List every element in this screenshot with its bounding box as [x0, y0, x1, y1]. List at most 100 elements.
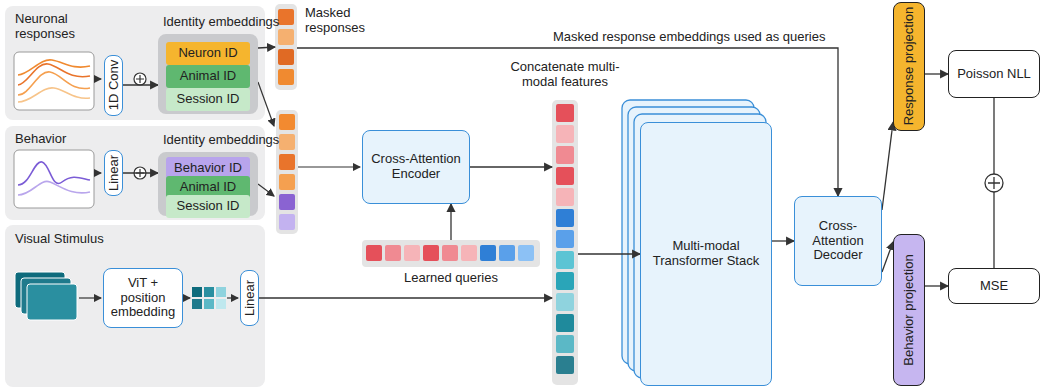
behavior-plot: [18, 162, 90, 185]
sum-symbol: [985, 174, 1003, 192]
feature-column: [556, 125, 574, 143]
transformer-box: Multi-modal Transformer Stack: [640, 122, 772, 386]
token-column: [279, 214, 295, 230]
feature-column: [556, 104, 574, 122]
image-patches: [216, 287, 226, 297]
feature-column: [556, 188, 574, 206]
node-heading: Identity embeddings: [163, 15, 293, 30]
node-label: Cross-Attention Decoder: [799, 219, 877, 264]
sum-symbol: [134, 73, 146, 179]
query-strip: [423, 245, 439, 261]
linear-box: Linear: [240, 270, 259, 326]
flow-arrow: [258, 47, 275, 48]
query-strip: [480, 245, 496, 261]
id-embedding: Animal ID: [166, 65, 250, 88]
token-column: [279, 114, 295, 130]
node-heading: Identity embeddings: [163, 133, 293, 148]
query-strip: [518, 245, 534, 261]
input-panel: Linear Behavior IDAnimal IDSession IDIden…: [5, 126, 265, 220]
linear-box: Linear: [104, 150, 123, 196]
flow-arrow: [79, 297, 101, 298]
query-strip: [499, 245, 515, 261]
flow-arrow: [259, 297, 552, 298]
node-label: MSE: [980, 279, 1008, 294]
image-stack: [15, 272, 77, 320]
masked-column: [278, 49, 294, 65]
flow-arrow: [94, 78, 101, 79]
attention-box: Cross-Attention Encoder: [362, 130, 470, 204]
conv-box: 1D Conv: [104, 55, 123, 116]
flow-arrow: [123, 172, 158, 173]
sum-symbol: [985, 174, 1003, 192]
query-strip: [362, 240, 540, 267]
node-label: Cross-Attention Encoder: [367, 152, 465, 182]
projection-box: Response projection: [893, 2, 925, 131]
token-column: [276, 110, 298, 234]
feature-column: [556, 335, 574, 353]
node-label: Response projection: [902, 7, 917, 126]
query-strip: Learned queries: [362, 240, 540, 267]
query-strip: [461, 245, 477, 261]
token-column: Concatenate multi-modal features: [552, 100, 578, 385]
node-label: ViT + position embedding: [108, 276, 178, 321]
behavior-plot: [14, 150, 94, 208]
node-label: Linear: [242, 280, 257, 316]
masked-column: [278, 9, 294, 25]
node-label: Animal ID: [180, 69, 236, 84]
node-label: Session ID: [177, 199, 240, 214]
feature-column: [556, 293, 574, 311]
flow-arrow: [94, 172, 101, 173]
behavior-plot: [14, 150, 94, 208]
feature-column: [552, 100, 578, 385]
input-panel: ViT + position embeddingLinearVisual Sti…: [5, 225, 265, 387]
token-column: [279, 174, 295, 190]
masked-column: [278, 69, 294, 85]
query-strip: [404, 245, 420, 261]
node-heading: Behavior: [15, 132, 110, 147]
id-embedding: Session ID: [166, 195, 250, 218]
neuronal-plot: [18, 60, 90, 75]
node-label: Poisson NLL: [957, 67, 1031, 82]
token-column: [279, 154, 295, 170]
embedding-group: Neuron IDAnimal IDSession IDIdentity emb…: [158, 34, 258, 114]
masked-column: [278, 29, 294, 45]
token-column: [279, 194, 295, 210]
flow-arrow: [772, 240, 794, 241]
feature-column: [556, 356, 574, 374]
flow-arrow: [925, 285, 948, 286]
image-patches: [192, 287, 202, 297]
loss-box: MSE: [948, 268, 1040, 304]
projection-box: Behavior projection: [893, 234, 925, 386]
behavior-plot: [18, 181, 90, 195]
feature-column: [556, 314, 574, 332]
query-strip: [385, 245, 401, 261]
feature-column: [556, 146, 574, 164]
sum-symbol: [988, 177, 1000, 189]
embedding-group: Behavior IDAnimal IDSession IDIdentity e…: [158, 152, 258, 216]
token-column: [276, 110, 298, 234]
sum-symbol: [136, 75, 144, 83]
flow-arrow: [298, 166, 360, 167]
node-heading: Neuronal responses: [15, 12, 110, 42]
token-column: Masked responses: [275, 4, 297, 90]
feature-column: [552, 100, 578, 385]
flow-arrow: [450, 204, 451, 240]
flow-arrow: [123, 84, 158, 85]
node-label: Behavior ID: [174, 161, 242, 176]
flow-arrow: [258, 184, 274, 196]
neuronal-plot: [18, 88, 90, 102]
panel-ground: [5, 225, 265, 387]
sum-symbol: [134, 73, 146, 85]
node-heading: Learned queries: [362, 271, 540, 286]
node-label: 1D Conv: [106, 60, 121, 111]
image-stack: [27, 284, 77, 320]
flow-arrow: [258, 82, 274, 126]
node-label: Neuron ID: [178, 46, 237, 61]
flow-arrow: [882, 242, 893, 272]
feature-column: [556, 230, 574, 248]
edge-label: Masked response embeddings used as queri…: [550, 30, 828, 45]
node-label: Multi-modal Transformer Stack: [645, 239, 767, 269]
image-patches: [204, 299, 214, 309]
input-panel: 1D ConvNeuron IDAnimal IDSession IDIdent…: [5, 6, 265, 120]
